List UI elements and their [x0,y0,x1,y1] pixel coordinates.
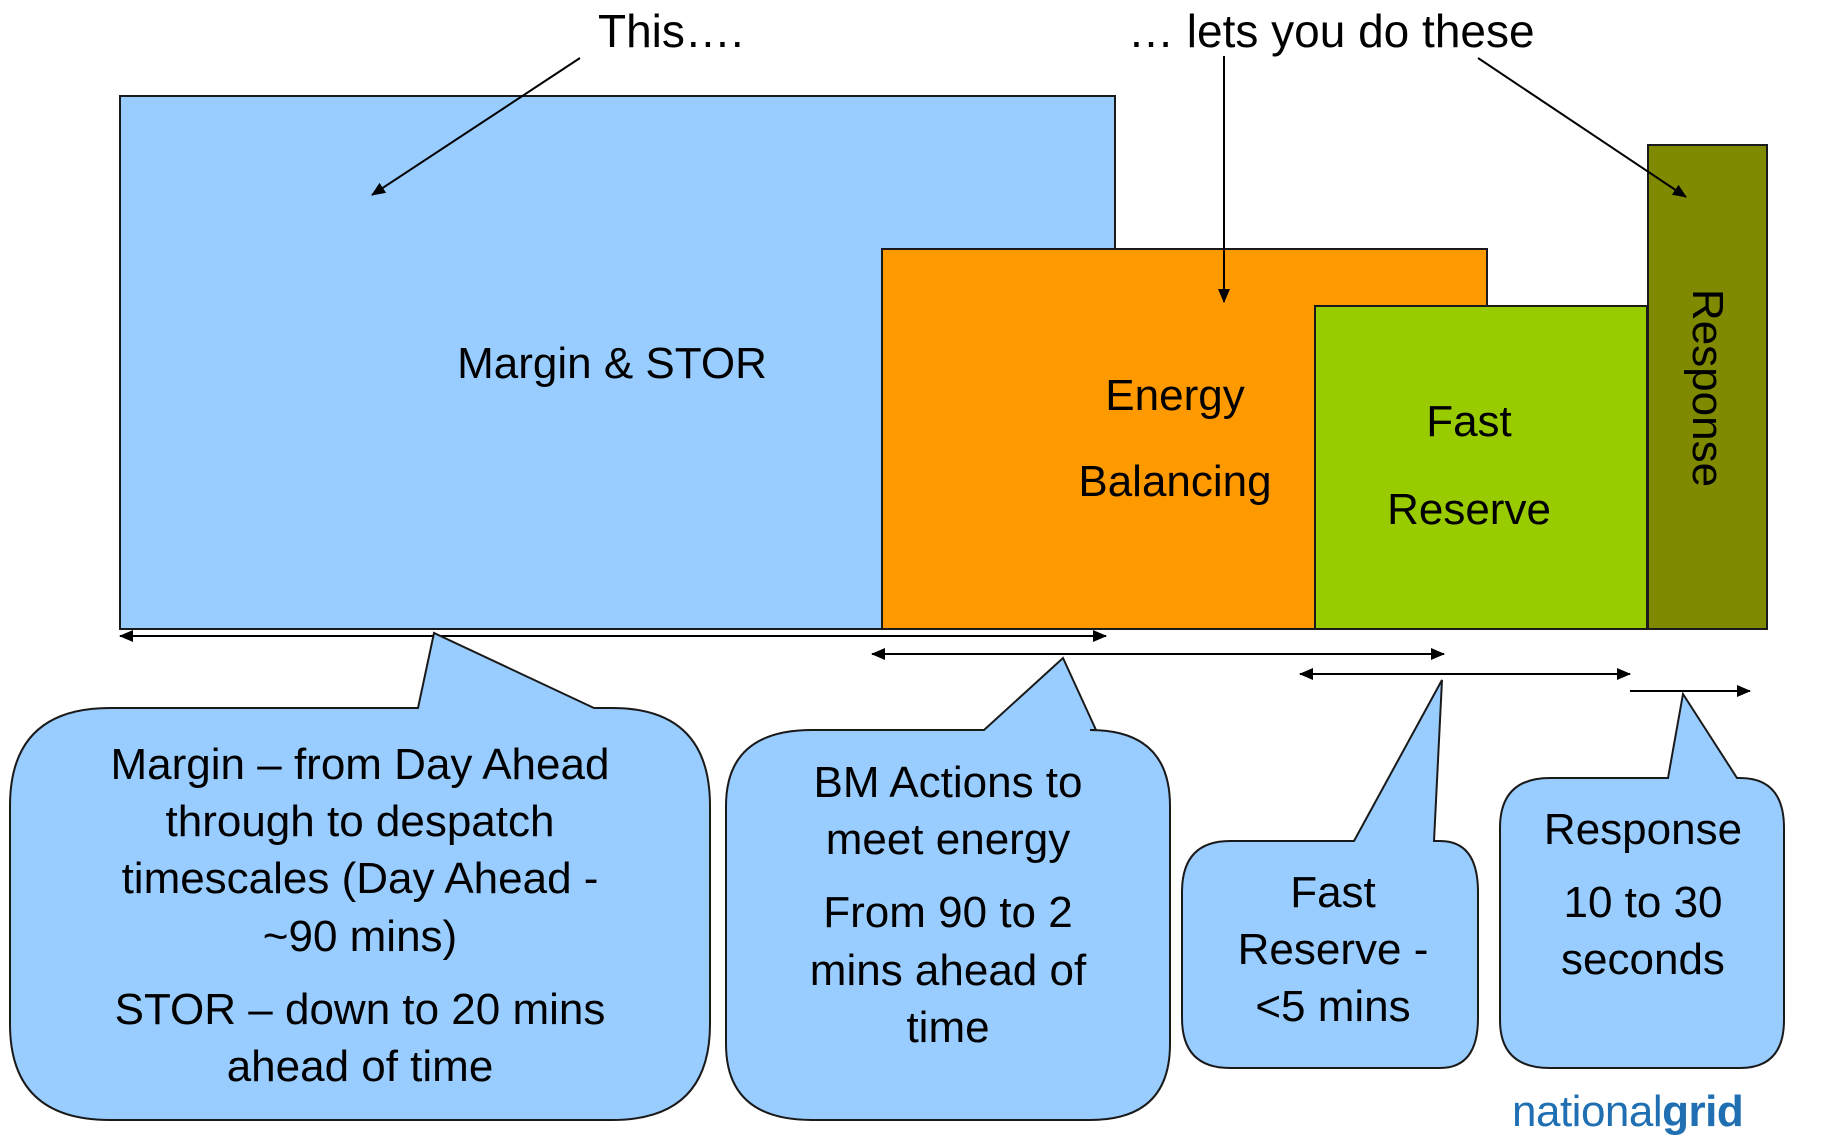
callout-line: Margin – from Day Ahead [110,740,610,789]
callout-line: From 90 to 2 [823,888,1073,938]
callout-line: time [906,1002,990,1052]
callout-line: Response [1543,805,1743,854]
response-block-label: Response [1683,288,1732,488]
response-callout-text: Response 10 to 30 seconds [1508,801,1778,989]
national-grid-logo: nationalgrid [1512,1087,1744,1136]
lets-you-do-these-annotation: … lets you do these [1128,5,1535,57]
callout-line: through to despatch [165,797,555,847]
margin-callout-text: Margin – from Day Ahead through to despa… [30,736,690,1095]
callout-line: <5 mins [1255,982,1411,1032]
response-block [1647,144,1768,630]
logo-bold-text: grid [1662,1087,1744,1136]
bm-callout-text: BM Actions to meet energy From 90 to 2 m… [738,754,1158,1056]
callout-line: timescales (Day Ahead - [121,854,599,904]
callout-line: meet energy [825,815,1071,865]
callout-line: seconds [1561,935,1725,985]
callout-line: ~90 mins) [262,911,458,961]
callout-line: mins ahead of [809,945,1087,995]
callout-line: 10 to 30 [1563,878,1723,928]
balancing-label: Balancing [1078,457,1272,506]
callout-line: STOR – down to 20 mins [114,984,606,1034]
fast-reserve-block [1314,305,1648,630]
reserve-label: Reserve [1387,485,1551,534]
this-annotation: This…. [598,5,744,57]
logo-light-text: national [1512,1087,1663,1136]
callout-line: Reserve - [1237,925,1429,975]
callout-line: Fast [1290,868,1376,917]
margin-stor-label: Margin & STOR [457,339,767,388]
fast-label: Fast [1426,397,1512,446]
callout-line: ahead of time [226,1041,494,1091]
fast-reserve-callout-text: Fast Reserve - <5 mins [1193,864,1473,1036]
energy-label: Energy [1105,371,1245,420]
callout-line: BM Actions to [813,758,1083,807]
